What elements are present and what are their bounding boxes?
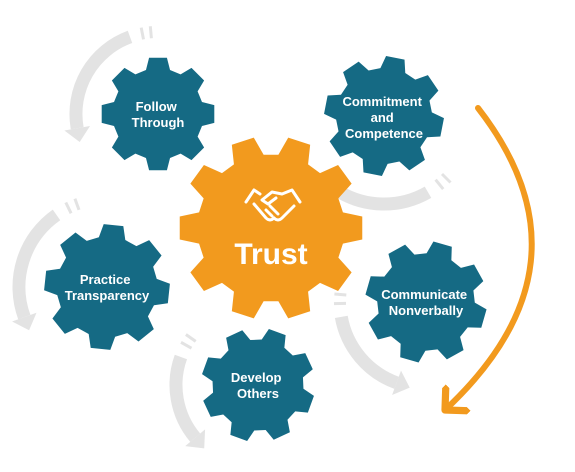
rotation-arrow: [336, 186, 432, 211]
rotation-arrow-head: [12, 312, 37, 331]
gear-shape: [101, 57, 215, 171]
rotation-arrow-tail-mark: [73, 198, 81, 211]
rotation-arrow-head: [185, 429, 206, 449]
gear-commitment-and-competence: Commitment and Competence: [324, 56, 444, 176]
rotation-arrow-tail-mark: [180, 340, 193, 350]
gear-label-develop-others: Develop Others: [231, 370, 285, 401]
rotation-arrow: [169, 354, 201, 442]
gear-shape: [202, 329, 314, 441]
gear-label-line: Commitment: [342, 94, 422, 109]
handshake-icon: [244, 188, 302, 222]
rotation-arrow: [334, 315, 400, 389]
gear-label-line: Through: [132, 115, 185, 130]
rotation-arrow-head: [392, 370, 410, 395]
gear-label-line: Nonverbally: [389, 303, 464, 318]
gear-shape: [324, 56, 444, 176]
rotation-arrow-tail-mark: [185, 333, 197, 343]
rotation-arrow-head: [64, 126, 90, 142]
rotation-arrow: [12, 209, 61, 320]
gear-follow-through: Follow Through: [101, 57, 215, 171]
gear-label-communicate-nonverbally: Communicate Nonverbally: [381, 287, 471, 318]
rotation-arrow-tail-mark: [334, 292, 347, 297]
gear-label-line: Competence: [345, 126, 423, 141]
gear-label-follow-through: Follow Through: [132, 99, 185, 130]
gear-label-line: Transparency: [65, 288, 150, 303]
gear-trust: Trust: [179, 137, 363, 319]
gear-label-line: Communicate: [381, 287, 467, 302]
rotation-arrow: [69, 30, 133, 130]
gear-label-practice-transparency: Practice Transparency: [65, 272, 150, 303]
gear-label-line: Follow: [136, 99, 178, 114]
gear-label-commitment-and-competence: Commitment and Competence: [342, 94, 425, 141]
gear-develop-others: Develop Others: [202, 329, 314, 441]
gear-label-line: and: [371, 110, 394, 125]
center-label: Trust: [234, 238, 307, 271]
gear-shape: [365, 241, 487, 363]
rotation-arrow-tail-mark: [440, 172, 452, 184]
rotation-arrow-tail-mark: [434, 178, 445, 191]
rotation-arrow-tail-mark: [148, 26, 153, 39]
gear-communicate-nonverbally: Communicate Nonverbally: [365, 241, 487, 363]
gear-shape: [44, 224, 170, 350]
main-cycle-arrow: [445, 105, 535, 410]
gear-label-line: Develop: [231, 370, 282, 385]
gear-practice-transparency: Practice Transparency: [44, 224, 170, 350]
gear-label-line: Others: [237, 386, 279, 401]
rotation-arrow-tail-mark: [64, 201, 73, 214]
rotation-arrow-tail-mark: [139, 27, 145, 40]
gear-label-line: Practice: [80, 272, 131, 287]
gear-shape: [179, 137, 363, 319]
